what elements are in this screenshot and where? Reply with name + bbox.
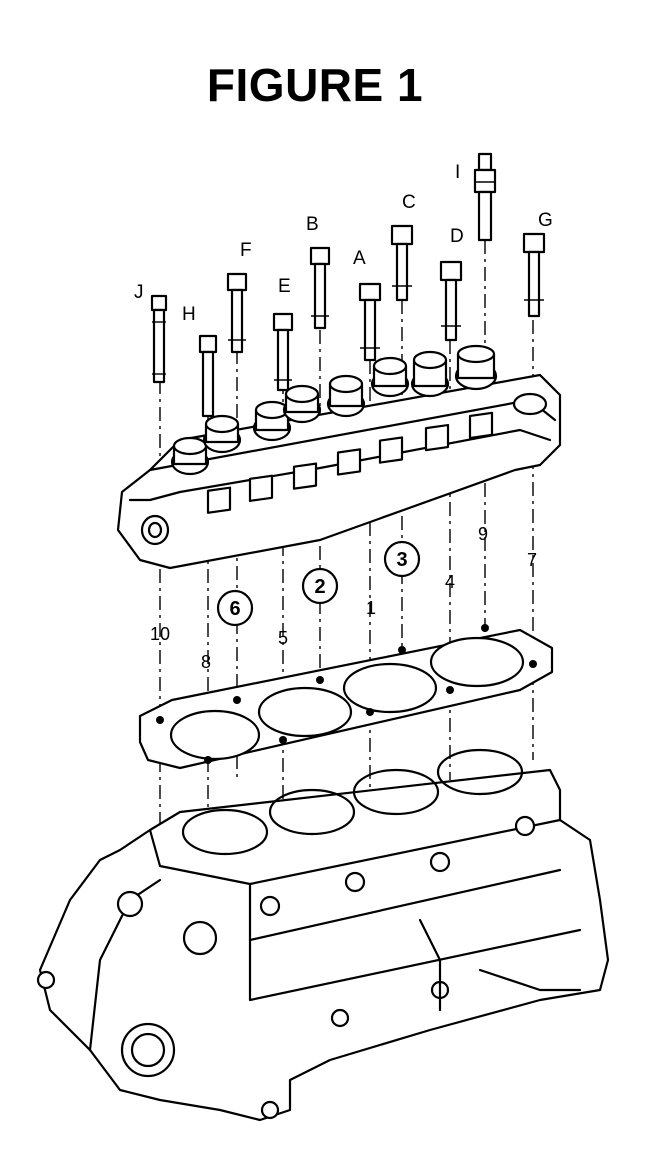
figure-title: FIGURE 1 — [206, 59, 424, 111]
head-bolts — [150, 152, 546, 418]
bolt-i — [473, 152, 497, 242]
sequence-number-10: 10 — [150, 624, 170, 644]
sequence-number-4: 4 — [445, 572, 455, 592]
head-gasket — [138, 624, 554, 770]
bolt-a — [358, 282, 382, 362]
bolt-j — [150, 294, 168, 384]
bolt-b — [309, 246, 331, 330]
sequence-numbers: 10 8 5 1 4 9 7 — [150, 524, 537, 672]
bolt-f — [226, 272, 248, 354]
sequence-number-7: 7 — [527, 550, 537, 570]
engine-block — [36, 748, 610, 1122]
bolt-g — [522, 232, 546, 318]
bolt-h — [198, 334, 218, 418]
circled-numbers: 6 2 3 — [216, 540, 421, 627]
bolt-c — [390, 224, 414, 302]
bolt-label-f: F — [240, 240, 252, 261]
bolt-label-e: E — [278, 276, 291, 297]
bolt-label-c: C — [402, 192, 416, 213]
bolt-label-j: J — [134, 282, 144, 303]
bolt-labels: J H F E B A C D I G — [134, 162, 553, 325]
bolt-label-a: A — [353, 248, 366, 269]
bolt-label-b: B — [306, 214, 319, 235]
sequence-number-9: 9 — [478, 524, 488, 544]
circled-number-2: 2 — [314, 576, 325, 598]
sequence-number-1: 1 — [366, 598, 376, 618]
circled-number-3: 3 — [396, 549, 407, 571]
cylinder-head — [116, 344, 562, 570]
bolt-e — [272, 312, 294, 392]
bolt-label-d: D — [450, 226, 464, 247]
bolt-label-h: H — [182, 304, 196, 325]
sequence-number-8: 8 — [201, 652, 211, 672]
bolt-d — [439, 260, 463, 342]
bolt-label-g: G — [538, 210, 553, 231]
bolt-label-i: I — [455, 162, 460, 183]
circled-number-6: 6 — [229, 598, 240, 620]
valve-springs — [170, 344, 548, 476]
sequence-number-5: 5 — [278, 628, 288, 648]
